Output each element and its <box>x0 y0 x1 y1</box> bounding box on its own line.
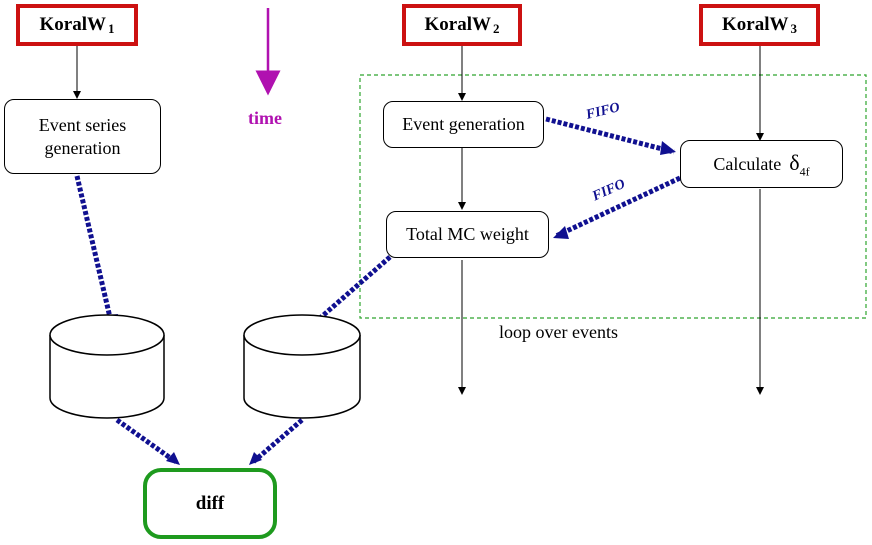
calculate-delta-box: Calculate δ4f <box>680 140 843 188</box>
fifo-bottom-arrowhead <box>553 226 569 239</box>
event-series-generation-label: Event series generation <box>38 115 127 158</box>
event-generation-box: Event generation <box>383 101 544 148</box>
diff-right-arrowhead <box>249 452 262 465</box>
loop-region <box>359 74 867 319</box>
total-mc-weight-box: Total MC weight <box>386 211 549 258</box>
time-label: time <box>248 108 282 128</box>
series-to-cylinder-1-flow <box>74 175 115 327</box>
cylinder-1-to-diff-flow <box>115 417 178 465</box>
diff-left-arrowhead <box>166 452 180 465</box>
total-mc-weight-label: Total MC weight <box>406 224 529 245</box>
delta-subscript: 4f <box>799 164 810 179</box>
cylinder-2-to-diff-flow <box>251 418 304 464</box>
diff-label: diff <box>195 492 225 514</box>
calculate-label: Calculate <box>713 153 782 174</box>
event-generation-label: Event generation <box>402 114 525 135</box>
koralw-3-subscript: 3 <box>790 21 798 36</box>
koralw-1-label: KoralW <box>39 14 107 35</box>
koralw-2-label: KoralW <box>424 14 492 35</box>
diff-box: diff <box>143 468 277 539</box>
delta-glyph: δ <box>789 149 800 175</box>
koralw-2-subscript: 2 <box>493 21 500 36</box>
event-series-generation-box: Event series generation <box>4 99 161 174</box>
fifo-top-arrowhead <box>660 141 676 155</box>
delta-symbol: δ4f <box>789 149 809 179</box>
loop-over-events-label: loop over events <box>499 322 618 342</box>
storage-cylinder-1 <box>49 314 165 419</box>
storage-cylinder-2 <box>243 314 361 419</box>
koralw-3-label: KoralW <box>722 14 789 35</box>
fifo-flow-to-calculate <box>545 116 675 155</box>
koralw-1-subscript: 1 <box>108 21 115 36</box>
fifo-flow-to-weight <box>554 175 682 239</box>
weight-to-cylinder-2-flow <box>302 255 392 334</box>
